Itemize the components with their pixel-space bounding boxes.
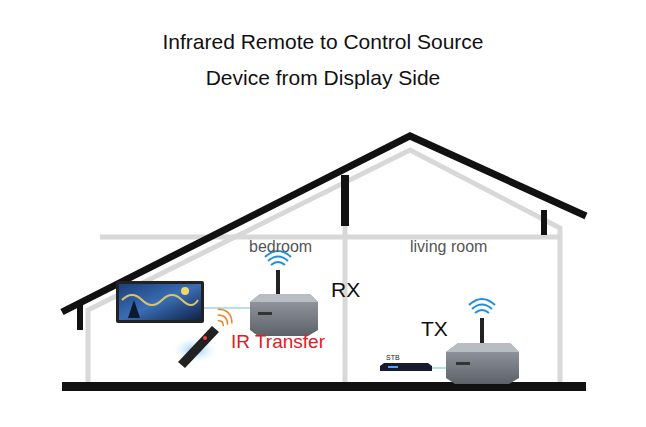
hdmi-cable <box>432 367 448 369</box>
tx-transmitter <box>446 299 519 384</box>
rx-receiver <box>250 251 318 336</box>
wall-post <box>77 302 83 330</box>
ir-remote <box>171 306 235 368</box>
ir-label: IR Transfer <box>231 331 325 353</box>
inner-frame <box>88 150 560 385</box>
room-label: bedroom <box>249 238 312 256</box>
hdmi-cable <box>204 307 250 309</box>
tv-display <box>116 281 204 323</box>
room-label: living room <box>410 238 487 256</box>
device-label: STB <box>386 354 400 361</box>
device-label: TX <box>421 317 448 341</box>
device-label: RX <box>331 278 360 302</box>
diagram-title: Infrared Remote to Control Source Device… <box>148 24 498 96</box>
wall-post <box>541 210 547 235</box>
wall-post <box>341 175 349 226</box>
set-top-box <box>380 363 432 371</box>
